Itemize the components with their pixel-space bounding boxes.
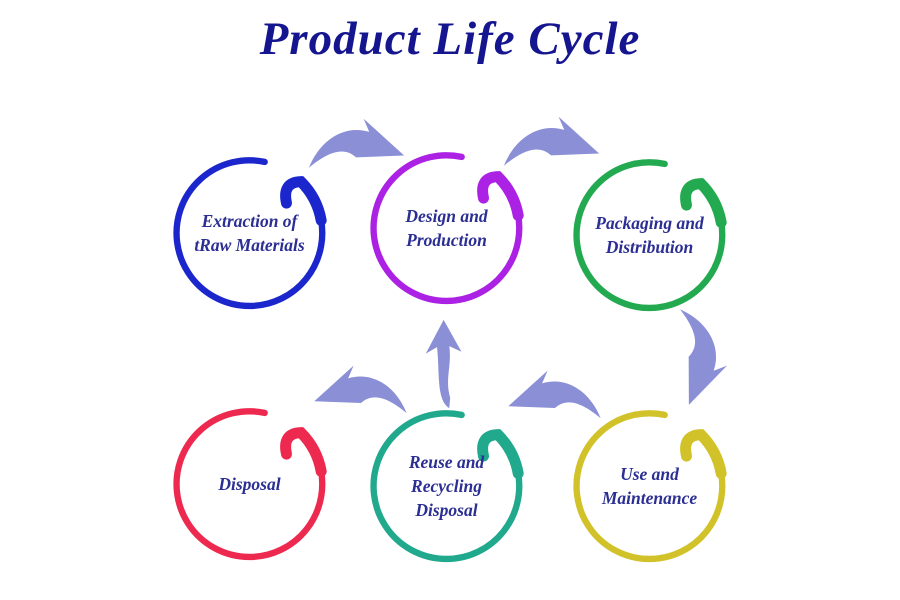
circle-swirl-icon: [573, 159, 727, 312]
node-extraction: Extraction of tRaw Materials: [157, 136, 342, 321]
arrow-reuse-to-design-icon: [417, 317, 474, 411]
circle-swirl-icon: [370, 152, 524, 305]
node-disposal: Disposal: [157, 387, 342, 572]
arrow-packaging-to-use-icon: [664, 305, 734, 411]
circle-swirl-icon: [370, 410, 524, 563]
node-reuse: Reuse and Recycling Disposal: [354, 389, 539, 574]
node-packaging: Packaging and Distribution: [557, 138, 742, 323]
node-extraction-label: Extraction of tRaw Materials: [194, 210, 305, 255]
arrow-use-to-reuse-icon: [500, 366, 608, 430]
node-use-label: Use and Maintenance: [601, 463, 698, 508]
node-disposal-label: Disposal: [218, 473, 281, 494]
node-use: Use and Maintenance: [557, 389, 742, 574]
arrow-reuse-to-disposal-icon: [306, 361, 414, 425]
circle-swirl-icon: [173, 408, 327, 561]
node-reuse-label: Reuse and Recycling Disposal: [408, 451, 485, 521]
node-packaging-label: Packaging and Distribution: [595, 212, 704, 257]
node-design: Design and Production: [354, 131, 539, 316]
circle-swirl-icon: [173, 157, 327, 310]
circle-swirl-icon: [573, 410, 727, 563]
arrow-extraction-to-design-icon: [305, 114, 409, 180]
node-design-label: Design and Production: [405, 205, 488, 250]
arrow-design-to-packaging-icon: [500, 112, 604, 178]
page-title: Product Life Cycle: [259, 13, 641, 65]
